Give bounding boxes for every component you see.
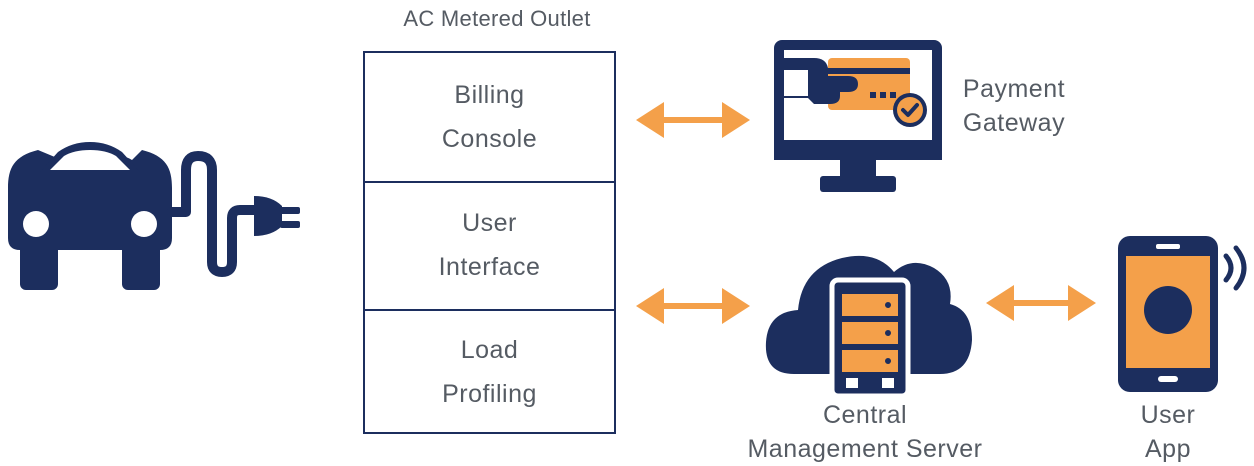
- label-line2: Gateway: [962, 109, 1066, 137]
- double-arrow-icon: [636, 102, 750, 138]
- module-label-line2: Console: [441, 125, 538, 153]
- central-server-label: Central Management Server: [720, 398, 1010, 466]
- label-line2: Management Server: [747, 435, 983, 463]
- label-line1: Payment: [962, 75, 1066, 103]
- module-label-line1: Billing: [454, 81, 525, 109]
- cloud-server-icon: [765, 255, 972, 399]
- module-label-line2: Profiling: [442, 379, 537, 408]
- ac-metered-outlet: Billing Console User Interface Load Prof…: [363, 51, 616, 434]
- module-label-line1: User: [462, 209, 517, 237]
- module-label-line2: Interface: [438, 253, 541, 281]
- payment-terminal-icon: [774, 40, 942, 192]
- billing-console-module: Billing Console: [365, 53, 614, 183]
- module-label-line1: Load: [460, 335, 519, 364]
- double-arrow-icon: [986, 285, 1096, 321]
- load-profiling-module: Load Profiling: [365, 309, 614, 434]
- double-arrow-icon: [636, 288, 750, 324]
- label-line1: User: [1140, 401, 1196, 429]
- user-interface-module: User Interface: [365, 181, 614, 311]
- payment-gateway-label: Payment Gateway: [944, 72, 1084, 140]
- outlet-title: AC Metered Outlet: [403, 6, 591, 31]
- label-line2: App: [1145, 435, 1191, 463]
- electric-car-icon: [8, 142, 300, 290]
- label-line1: Central: [822, 401, 908, 429]
- user-app-label: User App: [1118, 398, 1218, 466]
- smartphone-app-icon: [1118, 236, 1247, 392]
